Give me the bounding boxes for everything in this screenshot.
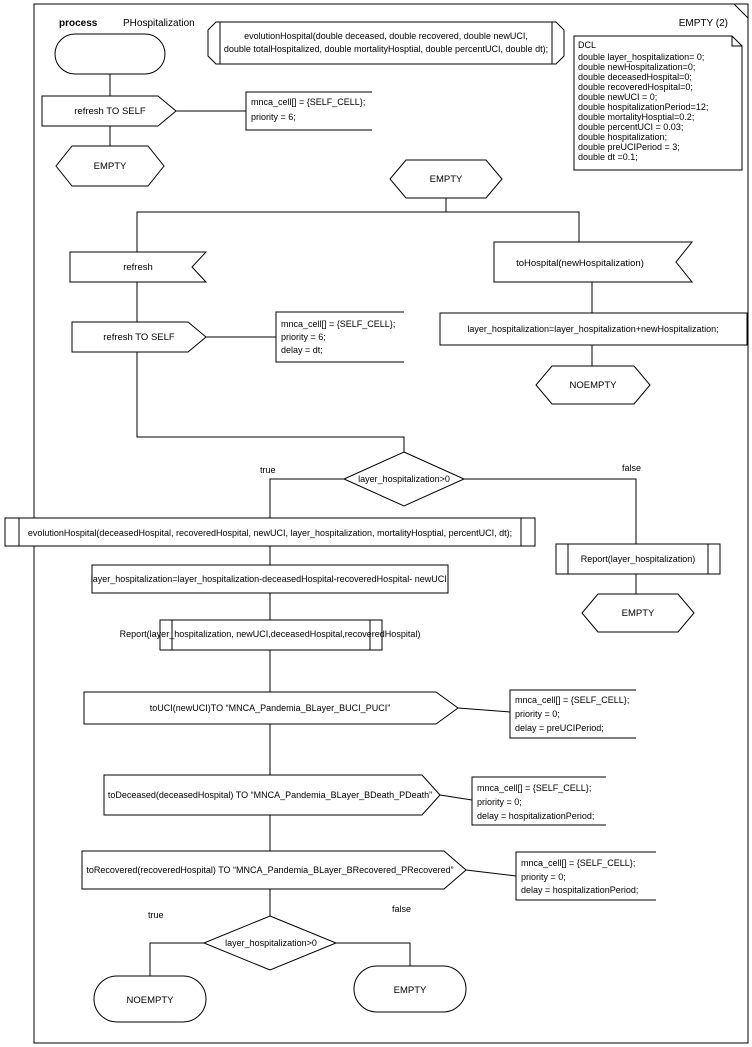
init-output-label: refresh TO SELF bbox=[74, 106, 146, 117]
report-false-branch: Report(layer_hospitalization) bbox=[555, 543, 721, 575]
task-label: layer_hospitalization=layer_hospitalizat… bbox=[91, 574, 449, 584]
state-label: EMPTY bbox=[430, 174, 463, 185]
comment-line: priority = 0; bbox=[515, 709, 560, 719]
report-label: Report(layer_hospitalization) bbox=[581, 554, 696, 564]
output-label: toUCI(newUCI)TO “MNCA_Pandemia_BLayer_BU… bbox=[150, 703, 390, 713]
uci-comment: mnca_cell[] = {SELF_CELL}; priority = 0;… bbox=[509, 689, 636, 739]
dcl-line: double newHospitalization=0; bbox=[578, 62, 695, 72]
state-label: NOEMPTY bbox=[127, 995, 175, 1006]
state-label: NOEMPTY bbox=[570, 380, 618, 391]
dcl-line: double hospitalization; bbox=[578, 132, 667, 142]
comment-line: mnca_cell[] = {SELF_CELL}; bbox=[515, 695, 629, 705]
false-label: false bbox=[622, 463, 641, 473]
decision-label: layer_hospitalization>0 bbox=[358, 474, 450, 484]
true-label: true bbox=[148, 910, 164, 920]
decision-layer-gt-zero: layer_hospitalization>0 bbox=[342, 451, 466, 507]
output-to-deceased: toDeceased(deceasedHospital) TO “MNCA_Pa… bbox=[103, 774, 441, 816]
state-label: EMPTY bbox=[622, 608, 655, 619]
input-label: toHospital(newHospitalization) bbox=[516, 258, 644, 269]
output-label: toDeceased(deceasedHospital) TO “MNCA_Pa… bbox=[108, 790, 432, 800]
comment-line: priority = 6; bbox=[251, 112, 296, 122]
input-refresh: refresh bbox=[69, 251, 208, 283]
comment-line: mnca_cell[] = {SELF_CELL}; bbox=[281, 319, 395, 329]
dcl-line: double deceasedHospital=0; bbox=[578, 72, 692, 82]
recovered-comment: mnca_cell[] = {SELF_CELL}; priority = 0;… bbox=[515, 851, 656, 901]
comment-line: delay = hospitalizationPeriod; bbox=[521, 885, 638, 895]
dcl-line: double mortalityHosptial=0.2; bbox=[578, 112, 694, 122]
dcl-line: double preUCIPeriod = 3; bbox=[578, 142, 680, 152]
comment-line: priority = 0; bbox=[521, 872, 566, 882]
state-label: EMPTY bbox=[394, 985, 427, 996]
dcl-line: double percentUCI = 0.03; bbox=[578, 122, 683, 132]
state-empty-false-branch: EMPTY bbox=[581, 593, 695, 633]
decision-layer-gt-zero-final: layer_hospitalization>0 bbox=[202, 915, 338, 971]
init-comment: mnca_cell[] = {SELF_CELL}; priority = 6; bbox=[245, 91, 372, 131]
deceased-comment: mnca_cell[] = {SELF_CELL}; priority = 0;… bbox=[471, 776, 606, 826]
false-label: false bbox=[392, 904, 411, 914]
comment-line: priority = 6; bbox=[281, 332, 326, 342]
output-to-uci: toUCI(newUCI)TO “MNCA_Pandemia_BLayer_BU… bbox=[83, 691, 459, 725]
task-add-hospitalization: layer_hospitalization=layer_hospitalizat… bbox=[439, 312, 748, 346]
report-true-branch: Report(layer_hospitalization, newUCI,dec… bbox=[120, 619, 421, 651]
procedure-decl-line1: evolutionHospital(double deceased, doubl… bbox=[244, 31, 528, 41]
end-state-noempty: NOEMPTY bbox=[93, 975, 207, 1023]
input-to-hospital: toHospital(newHospitalization) bbox=[493, 241, 694, 283]
dcl-line: double dt =0.1; bbox=[578, 152, 638, 162]
true-label: true bbox=[260, 465, 276, 475]
end-state-empty: EMPTY bbox=[353, 965, 467, 1013]
procedure-decl-line2: double totalHospitalized, double mortali… bbox=[224, 44, 548, 54]
output-label: toRecovered(recoveredHospital) TO “MNCA_… bbox=[86, 865, 453, 875]
process-keyword: process bbox=[59, 18, 98, 29]
state-title: EMPTY (2) bbox=[679, 18, 728, 29]
comment-line: delay = dt; bbox=[281, 345, 323, 355]
input-label: refresh bbox=[123, 262, 153, 273]
report-label: Report(layer_hospitalization, newUCI,dec… bbox=[120, 629, 421, 639]
dcl-line: double recoveredHospital=0; bbox=[578, 82, 693, 92]
output-to-recovered: toRecovered(recoveredHospital) TO “MNCA_… bbox=[81, 850, 467, 890]
init-output-signal: refresh TO SELF bbox=[41, 95, 177, 127]
task-subtract-hospitalization: layer_hospitalization=layer_hospitalizat… bbox=[91, 564, 449, 594]
task-label: layer_hospitalization=layer_hospitalizat… bbox=[467, 324, 718, 334]
page-fold-line bbox=[733, 3, 749, 19]
comment-line: mnca_cell[] = {SELF_CELL}; bbox=[477, 783, 591, 793]
comment-line: priority = 0; bbox=[477, 797, 522, 807]
main-state-empty: EMPTY bbox=[389, 159, 503, 199]
dcl-line: double hospitalizationPeriod=12; bbox=[578, 102, 708, 112]
decision-label: layer_hospitalization>0 bbox=[225, 938, 317, 948]
comment-line: delay = hospitalizationPeriod; bbox=[477, 811, 594, 821]
output-label: refresh TO SELF bbox=[103, 332, 175, 343]
procedure-call-evolution: evolutionHospital(deceasedHospital, reco… bbox=[4, 517, 536, 547]
comment-line: mnca_cell[] = {SELF_CELL}; bbox=[251, 97, 365, 107]
dcl-title: DCL bbox=[578, 40, 596, 50]
process-name: PHospitalization bbox=[123, 18, 195, 29]
start-symbol bbox=[54, 33, 166, 75]
procedure-call-label: evolutionHospital(deceasedHospital, reco… bbox=[28, 528, 512, 538]
refresh-comment: mnca_cell[] = {SELF_CELL}; priority = 6;… bbox=[275, 311, 404, 363]
comment-line: delay = preUCIPeriod; bbox=[515, 723, 604, 733]
dcl-line: double newUCI = 0; bbox=[578, 92, 657, 102]
dcl-box: DCL double layer_hospitalization= 0; dou… bbox=[573, 35, 743, 171]
procedure-declaration: evolutionHospital(double deceased, doubl… bbox=[207, 21, 565, 65]
init-next-state: EMPTY bbox=[55, 145, 165, 187]
comment-line: mnca_cell[] = {SELF_CELL}; bbox=[521, 858, 635, 868]
dcl-line: double layer_hospitalization= 0; bbox=[578, 52, 704, 62]
refresh-output-signal: refresh TO SELF bbox=[71, 321, 207, 353]
state-label: EMPTY bbox=[94, 161, 127, 172]
state-noempty-right: NOEMPTY bbox=[535, 365, 651, 405]
